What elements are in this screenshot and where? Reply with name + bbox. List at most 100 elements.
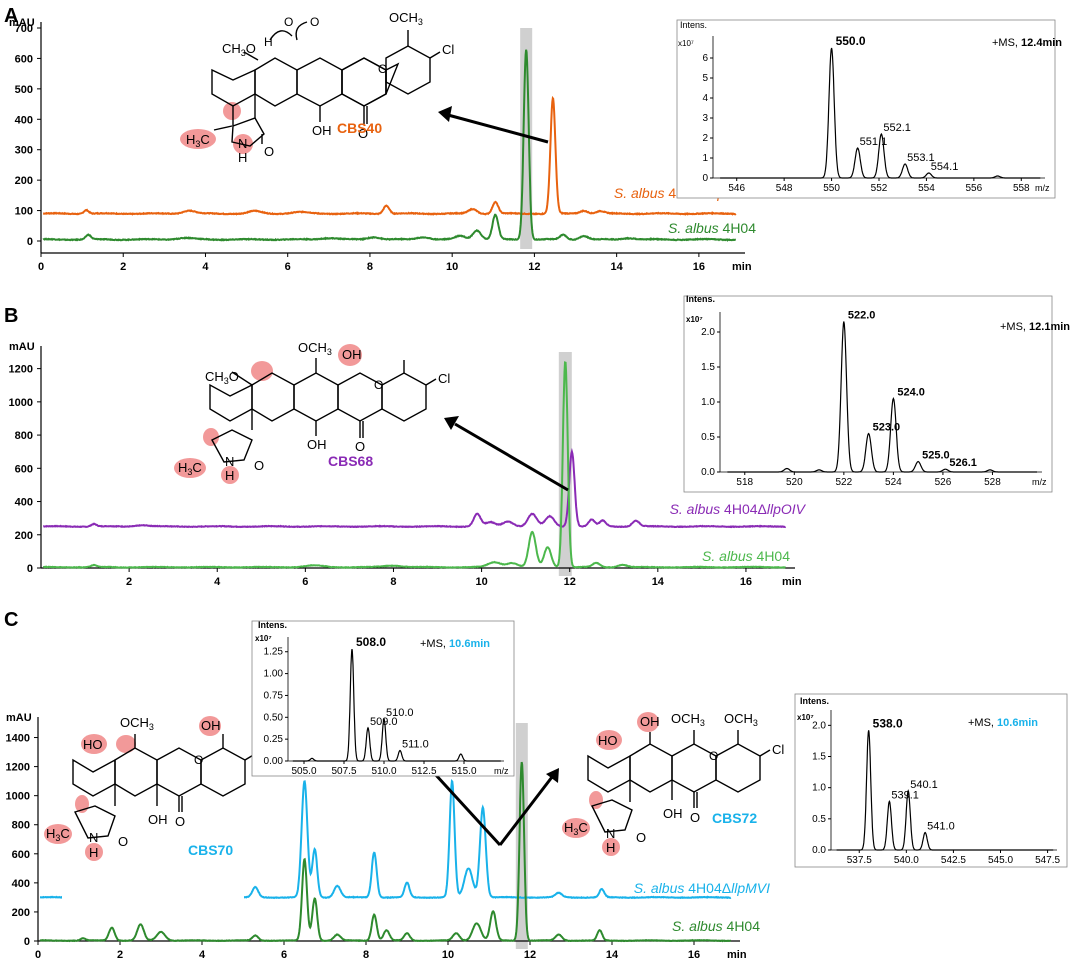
- inset-x-tick-label: 524: [885, 477, 902, 488]
- inset-x-tick-label: 518: [736, 477, 753, 488]
- spectrum-line: [720, 47, 1041, 179]
- spectrum-line: [727, 321, 1037, 473]
- atom-label: O: [118, 834, 128, 849]
- inset-x-tick-label: 528: [984, 477, 1001, 488]
- atom-label: OH: [307, 437, 327, 452]
- atom-label: Cl: [772, 742, 784, 757]
- inset-y-tick-label: 4: [702, 93, 708, 104]
- x-axis-label: min: [732, 261, 752, 273]
- arrow-icon: [444, 416, 569, 492]
- x-tick-label: 2: [120, 261, 126, 273]
- atom-label: H: [264, 35, 273, 49]
- atom-label: O: [264, 144, 274, 159]
- inset-x-tick-label: 558: [1013, 183, 1030, 194]
- atom-label: CH3O: [222, 41, 256, 58]
- inset-exponent: x10⁷: [255, 634, 272, 643]
- atom-label: OCH3: [389, 10, 423, 27]
- inset-x-tick-label: 526: [935, 477, 952, 488]
- atom-label: HO: [598, 733, 618, 748]
- series-label-species: S. albus: [702, 548, 753, 564]
- y-tick-label: 1000: [9, 397, 33, 409]
- inset-y-tick-label: 0.0: [812, 845, 826, 856]
- x-tick-label: 10: [442, 949, 454, 961]
- peak-label: 525.0: [922, 450, 950, 462]
- atom-label: OH: [312, 123, 332, 138]
- inset-annotation: +MS, 10.6min: [968, 717, 1038, 729]
- x-tick-label: 2: [126, 576, 132, 588]
- atom-label: O: [284, 15, 293, 29]
- y-tick-label: 300: [15, 145, 33, 157]
- atom-label: O: [254, 458, 264, 473]
- peak-label: 524.0: [897, 387, 925, 399]
- peak-label: 550.0: [836, 34, 866, 48]
- peak-label: 551.1: [860, 136, 888, 148]
- y-tick-label: 800: [15, 430, 33, 442]
- series-label: S. albus 4H04ΔllpOIV: [670, 501, 807, 517]
- inset-y-tick-label: 0.75: [264, 690, 284, 701]
- atom-label: Cl: [438, 371, 450, 386]
- compound-name-cbs68: CBS68: [328, 453, 373, 469]
- atom-label: HO: [83, 737, 103, 752]
- atom-label: O: [175, 814, 185, 829]
- peak-label: 511.0: [402, 739, 429, 751]
- inset-x-tick-label: 554: [918, 183, 935, 194]
- x-tick-label: 14: [611, 261, 624, 273]
- atom-label: OH: [663, 806, 683, 821]
- compound-name-cbs40: CBS40: [337, 120, 382, 136]
- inset-x-tick-label: 552: [871, 183, 888, 194]
- atom-label: H: [89, 845, 98, 860]
- y-tick-label: 600: [15, 53, 33, 65]
- inset-y-tick-label: 1.0: [701, 397, 715, 408]
- series-line-lightgreen: [42, 361, 786, 569]
- atom-label: O: [355, 439, 365, 454]
- atom-label: OCH3: [671, 711, 705, 728]
- series-label-strain: 4H04: [719, 220, 757, 236]
- y-axis-label: mAU: [6, 712, 32, 724]
- x-axis-label: min: [782, 576, 802, 588]
- x-tick-label: 8: [367, 261, 373, 273]
- y-axis-label: mAU: [9, 341, 35, 353]
- inset-y-tick-label: 0.5: [812, 814, 826, 825]
- atom-label: N: [238, 136, 247, 151]
- y-tick-label: 0: [27, 563, 33, 575]
- peak-label: 539.1: [891, 789, 919, 801]
- peak-label: 508.0: [356, 635, 386, 649]
- spectrum-line: [292, 649, 501, 762]
- inset-annotation: +MS, 12.1min: [1000, 321, 1070, 333]
- inset-frame: [794, 693, 1068, 868]
- inset-y-label: Intens.: [686, 294, 715, 304]
- inset-x-tick-label: 540.0: [894, 855, 919, 866]
- y-tick-label: 600: [12, 849, 30, 861]
- structure-cbs40: CH3O H O O OCH3 O Cl O OH H3C N H O CBS4…: [180, 10, 454, 165]
- highlight-band: [520, 28, 533, 249]
- inset-y-tick-label: 3: [702, 113, 708, 124]
- inset-x-unit: m/z: [494, 766, 509, 776]
- atom-label: OCH3: [724, 711, 758, 728]
- atom-label: OCH3: [120, 715, 154, 732]
- series-label-gene: llpOIV: [767, 501, 807, 517]
- series-label: S. albus 4H04ΔllpMVI: [634, 880, 770, 896]
- inset-y-tick-label: 0.00: [264, 756, 284, 767]
- inset-annotation-time: 12.4min: [1021, 37, 1062, 49]
- series-label: S. albus 4H04: [672, 918, 760, 934]
- x-tick-label: 12: [524, 949, 536, 961]
- inset-y-tick-label: 5: [702, 73, 708, 84]
- inset-annotation: +MS, 12.4min: [992, 37, 1062, 49]
- x-tick-label: 8: [390, 576, 396, 588]
- atom-label: OH: [640, 714, 660, 729]
- y-tick-label: 500: [15, 84, 33, 96]
- y-tick-label: 1400: [6, 733, 30, 745]
- inset-x-tick-label: 505.0: [291, 766, 316, 777]
- series-label-species: S. albus: [614, 185, 665, 201]
- y-tick-label: 600: [15, 463, 33, 475]
- atom-label: N: [89, 830, 98, 845]
- inset-x-tick-label: 542.5: [941, 855, 966, 866]
- x-tick-label: 14: [652, 576, 665, 588]
- atom-label: H: [238, 150, 247, 165]
- inset-annotation-time: 10.6min: [449, 638, 490, 650]
- y-tick-label: 200: [15, 530, 33, 542]
- y-tick-label: 400: [15, 497, 33, 509]
